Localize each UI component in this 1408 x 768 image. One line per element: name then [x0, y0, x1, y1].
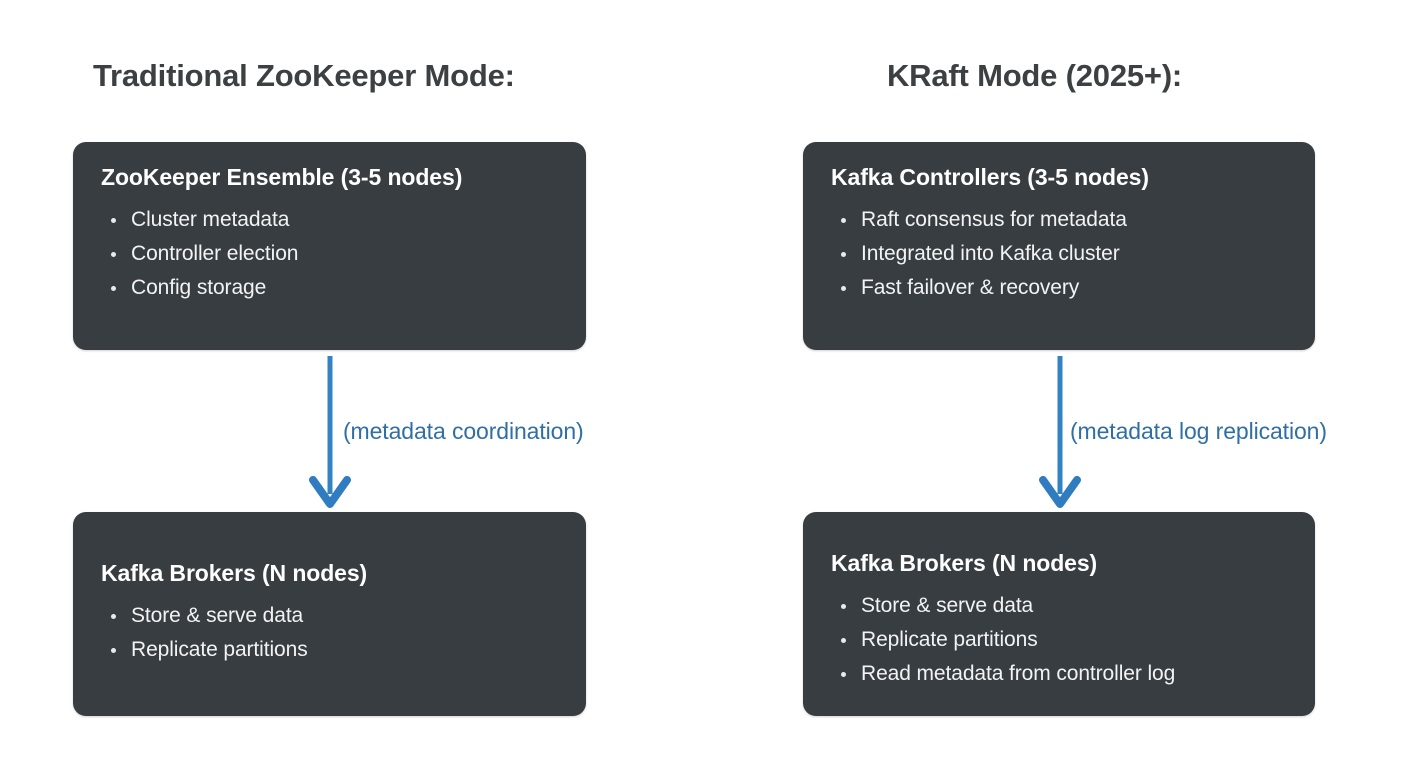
node-bullet-list: Cluster metadata Controller election Con… — [101, 203, 558, 305]
bullet-dot-icon — [841, 638, 846, 643]
column-heading-left: Traditional ZooKeeper Mode: — [93, 58, 515, 93]
bullet-dot-icon — [841, 252, 846, 257]
bullet-item: Integrated into Kafka cluster — [835, 237, 1287, 271]
down-arrow-icon — [1039, 356, 1081, 508]
node-bullet-list: Store & serve data Replicate partitions … — [831, 589, 1287, 691]
bullet-item: Store & serve data — [105, 599, 558, 633]
bullet-dot-icon — [111, 614, 116, 619]
node-title: ZooKeeper Ensemble (3-5 nodes) — [101, 164, 463, 190]
bullet-item: Replicate partitions — [105, 633, 558, 667]
bullet-text: Store & serve data — [861, 594, 1034, 617]
bullet-item: Cluster metadata — [105, 203, 558, 237]
bullet-dot-icon — [111, 218, 116, 223]
node-title: Kafka Brokers (N nodes) — [831, 550, 1098, 576]
arrow-label: (metadata log replication) — [1070, 418, 1327, 444]
node-bullet-list: Store & serve data Replicate partitions — [101, 599, 558, 667]
bullet-dot-icon — [841, 672, 846, 677]
bullet-text: Cluster metadata — [131, 208, 290, 231]
bullet-text: Read metadata from controller log — [861, 662, 1176, 685]
node-box-kafka-brokers: Kafka Brokers (N nodes) Store & serve da… — [73, 512, 586, 716]
node-bullet-list: Raft consensus for metadata Integrated i… — [831, 203, 1287, 305]
bullet-text: Raft consensus for metadata — [861, 208, 1127, 231]
bullet-item: Controller election — [105, 237, 558, 271]
bullet-text: Controller election — [131, 242, 299, 265]
arrow-group-right: (metadata log replication) — [730, 352, 1350, 516]
arrow-group-left: (metadata coordination) — [0, 352, 620, 516]
bullet-item: Raft consensus for metadata — [835, 203, 1287, 237]
column-kraft-mode: KRaft Mode (2025+): Kafka Controllers (3… — [730, 0, 1350, 768]
bullet-text: Replicate partitions — [861, 628, 1038, 651]
column-heading-right: KRaft Mode (2025+): — [887, 58, 1183, 93]
bullet-dot-icon — [111, 648, 116, 653]
bullet-text: Store & serve data — [131, 604, 304, 627]
bullet-text: Config storage — [131, 276, 267, 299]
node-title: Kafka Controllers (3-5 nodes) — [831, 164, 1149, 190]
bullet-item: Store & serve data — [835, 589, 1287, 623]
bullet-dot-icon — [111, 252, 116, 257]
column-traditional-zookeeper: Traditional ZooKeeper Mode: ZooKeeper En… — [0, 0, 620, 768]
node-box-kafka-brokers: Kafka Brokers (N nodes) Store & serve da… — [803, 512, 1315, 716]
node-title: Kafka Brokers (N nodes) — [101, 560, 368, 586]
bullet-item: Config storage — [105, 271, 558, 305]
arrow-label: (metadata coordination) — [343, 418, 584, 444]
bullet-dot-icon — [841, 286, 846, 291]
node-box-kafka-controllers: Kafka Controllers (3-5 nodes) Raft conse… — [803, 142, 1315, 350]
bullet-dot-icon — [841, 218, 846, 223]
bullet-text: Replicate partitions — [131, 638, 308, 661]
bullet-dot-icon — [111, 286, 116, 291]
node-box-zookeeper-ensemble: ZooKeeper Ensemble (3-5 nodes) Cluster m… — [73, 142, 586, 350]
bullet-item: Replicate partitions — [835, 623, 1287, 657]
bullet-dot-icon — [841, 604, 846, 609]
down-arrow-icon — [309, 356, 351, 508]
bullet-text: Integrated into Kafka cluster — [861, 242, 1120, 265]
bullet-item: Read metadata from controller log — [835, 657, 1287, 691]
bullet-text: Fast failover & recovery — [861, 276, 1080, 299]
bullet-item: Fast failover & recovery — [835, 271, 1287, 305]
